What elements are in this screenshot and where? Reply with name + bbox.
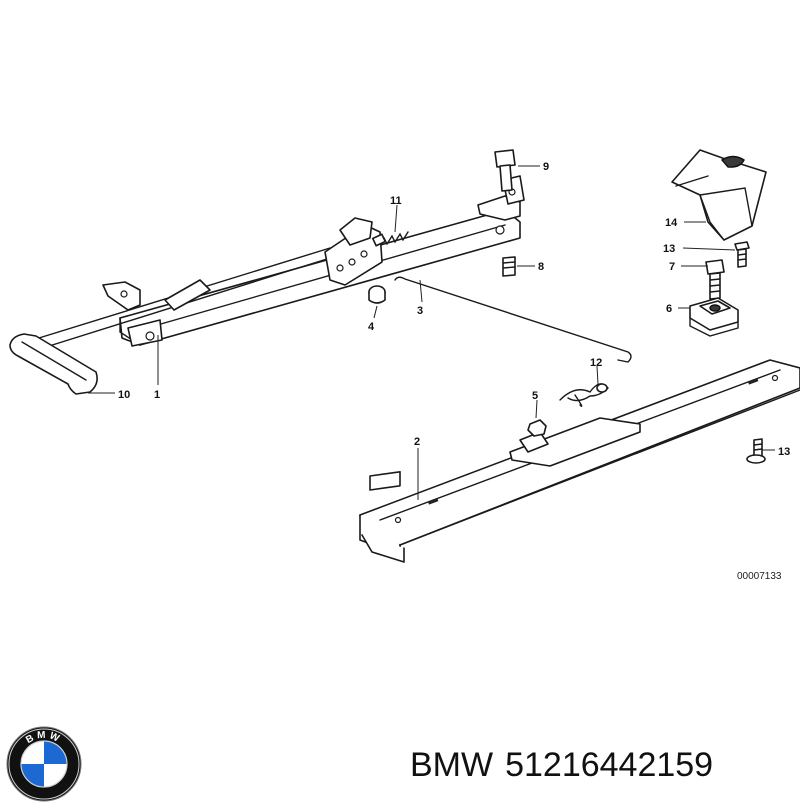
bmw-logo: BMW xyxy=(6,726,82,802)
callout-6: 6 xyxy=(666,303,672,315)
cover-14 xyxy=(671,149,767,241)
callout-4: 4 xyxy=(368,321,375,333)
diagram-reference-code: 00007133 xyxy=(737,571,782,582)
rod-3 xyxy=(394,276,632,363)
callout-3: 3 xyxy=(417,305,423,317)
cap-4 xyxy=(368,285,386,304)
callout-13-upper: 13 xyxy=(663,243,675,255)
callout-10: 10 xyxy=(118,389,130,401)
callout-13-lower: 13 xyxy=(778,446,790,458)
nut-5 xyxy=(527,419,547,437)
callout-5: 5 xyxy=(532,390,538,402)
callout-9: 9 xyxy=(543,161,549,173)
callout-1: 1 xyxy=(154,389,160,401)
latch-mechanism xyxy=(324,217,409,286)
screw-13-upper xyxy=(734,241,750,268)
bolt-9 xyxy=(494,149,516,192)
part-caption: BMW 51216442159 xyxy=(410,740,795,790)
screw-13-lower xyxy=(746,438,766,464)
release-lever xyxy=(9,247,331,395)
bolt-8 xyxy=(502,256,516,277)
leader-lines xyxy=(88,165,775,500)
caption-part-number: 51216442159 xyxy=(505,746,714,784)
seat-rail-upper xyxy=(102,175,525,347)
callout-11: 11 xyxy=(390,195,402,207)
callout-14: 14 xyxy=(665,217,678,229)
caption-brand: BMW xyxy=(410,746,494,784)
callout-numbers: 9 11 8 4 3 12 5 2 1 10 14 13 7 6 13 0000… xyxy=(118,161,790,582)
cage-nut-6 xyxy=(689,297,739,337)
svg-text:BMW: BMW xyxy=(24,730,63,746)
callout-2: 2 xyxy=(414,436,420,448)
callout-12: 12 xyxy=(590,357,602,369)
bolt-7 xyxy=(705,259,725,300)
seat-rail-lower xyxy=(359,359,800,563)
callout-8: 8 xyxy=(538,261,544,273)
callout-7: 7 xyxy=(669,261,675,273)
spring-clip-12 xyxy=(559,383,609,407)
